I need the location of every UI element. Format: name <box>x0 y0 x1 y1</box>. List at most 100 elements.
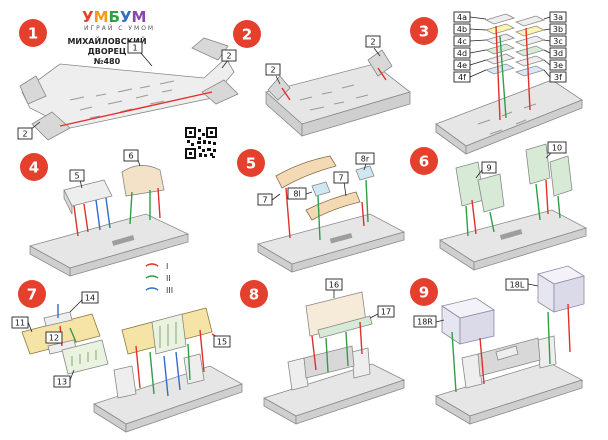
part-1-left-flap <box>19 75 47 105</box>
step-7-green-link <box>69 327 77 343</box>
callout-leader-8r <box>363 163 367 171</box>
part-7-upper-body <box>275 155 337 189</box>
folded-flap-left <box>267 75 291 101</box>
legend-blue-swatch <box>145 287 159 291</box>
base-4-slot <box>111 235 135 246</box>
part-1-fold-marks <box>69 80 175 119</box>
folded-fold-marks <box>299 84 369 111</box>
step-9-green-wires <box>451 311 551 393</box>
callout-box-7b <box>333 171 349 184</box>
building-9-roof-detail <box>495 345 519 361</box>
base-5-front <box>291 231 405 273</box>
logo-letter-3: Б <box>109 8 120 26</box>
callout-leader-7a <box>271 193 281 201</box>
building-7-portico <box>151 313 187 355</box>
part-18l-right <box>553 275 585 313</box>
base-7-front <box>125 383 243 433</box>
tier-3b <box>515 25 545 37</box>
tier-3a <box>514 15 546 27</box>
qr-eye-tr <box>210 131 213 134</box>
callout-leader-18l <box>527 283 539 287</box>
step-6-red-wires <box>471 179 549 235</box>
part-5-edge <box>63 189 73 215</box>
callouts-step-3: 4a 4b 4c 4d 4e 4f 3a 3b 3c 3d 3e 3f <box>453 11 567 83</box>
callout-box-8r <box>355 152 375 165</box>
callout-label-3a: 3a <box>553 13 563 22</box>
qr-code <box>185 127 217 159</box>
part-7-lower <box>305 191 361 221</box>
callout-label-13: 13 <box>57 378 67 387</box>
tier-3e <box>514 55 546 67</box>
callout-label-7a: 7 <box>262 196 267 205</box>
building-8-right-tower <box>351 347 371 379</box>
part-18r-tower <box>441 297 495 345</box>
callout-label-9: 9 <box>486 164 491 173</box>
callout-label-17: 17 <box>381 308 391 317</box>
callout-label-15: 15 <box>217 338 227 347</box>
callout-leader-1 <box>139 51 153 67</box>
panel-step-4: 4 5 6 <box>20 149 190 277</box>
part-1-red-line <box>59 91 213 127</box>
callout-label-1: 1 <box>132 44 137 53</box>
callout-box-2b <box>17 127 33 140</box>
tier-3f <box>515 65 545 77</box>
qr-finder-tr <box>206 127 217 138</box>
callout-box-9 <box>481 161 497 174</box>
callout-label-4d: 4d <box>457 49 467 58</box>
part-13-columns <box>71 350 97 366</box>
callout-box-14 <box>81 291 99 304</box>
step-badge-1 <box>19 19 47 47</box>
part-13 <box>61 339 109 375</box>
part-10-left <box>525 143 551 185</box>
step-number-6: 6 <box>419 153 429 171</box>
callout-box-2d <box>365 35 381 48</box>
step-4-green-wires <box>129 190 151 225</box>
base-step-9 <box>435 361 584 425</box>
base-step-8 <box>262 363 406 425</box>
part-6-body <box>121 165 165 197</box>
callout-label-18l: 18L <box>510 281 525 290</box>
panel-step-8: 8 16 17 <box>240 278 406 425</box>
legend-green-label: II <box>166 274 171 283</box>
callout-box-2c <box>265 63 281 76</box>
step-5-red-wires <box>285 187 365 239</box>
legend-red-swatch <box>145 263 159 267</box>
qr-modules <box>187 129 216 158</box>
building-9-right-tower <box>537 335 557 369</box>
folded-base-step-2 <box>265 49 411 137</box>
callout-box-18r <box>413 315 437 328</box>
tier-stack-step-3 <box>484 13 546 121</box>
step-number-4: 4 <box>29 159 39 177</box>
callout-leader-7b <box>343 181 347 197</box>
tier-wire-right <box>525 27 531 111</box>
base-9-front <box>469 379 583 425</box>
callout-leaders-4 <box>469 16 487 78</box>
step-badge-2 <box>233 20 261 48</box>
building-8-left-tower <box>287 357 309 391</box>
part-1-right-flap <box>201 79 239 105</box>
step-4-red-wires <box>73 203 89 237</box>
callout-leader-9 <box>475 169 483 179</box>
step-8-green-wires <box>325 331 349 373</box>
callout-label-10: 10 <box>552 144 562 153</box>
panel-step-9: 9 18L 18R <box>410 265 585 425</box>
panel-step-3: 3 4a 4b <box>410 11 583 155</box>
callout-label-6: 6 <box>128 152 133 161</box>
part-18r-right <box>459 309 495 345</box>
panel-step-5: 5 7 8r 7 8l <box>237 149 406 273</box>
base-step-6 <box>439 209 588 271</box>
callout-leader-8l <box>305 191 313 195</box>
brand-logo: УМБУМ ИГРАЙ С УМОМ МИХАЙЛОВСКИЙ ДВОРЕЦ №… <box>67 8 153 66</box>
callout-box-6 <box>123 149 139 162</box>
callout-label-3f: 3f <box>554 73 562 82</box>
step-number-8: 8 <box>249 286 259 304</box>
step-9-red-wires <box>479 303 571 385</box>
part-10-right <box>549 155 573 197</box>
callout-label-18r: 18R <box>417 318 433 327</box>
logo-letter-1: У <box>82 8 94 26</box>
step-badge-6 <box>410 147 438 175</box>
base-step-4 <box>28 213 190 277</box>
callout-box-12 <box>45 331 63 344</box>
step-badge-7 <box>18 280 46 308</box>
qr-eye-tl <box>189 131 192 134</box>
